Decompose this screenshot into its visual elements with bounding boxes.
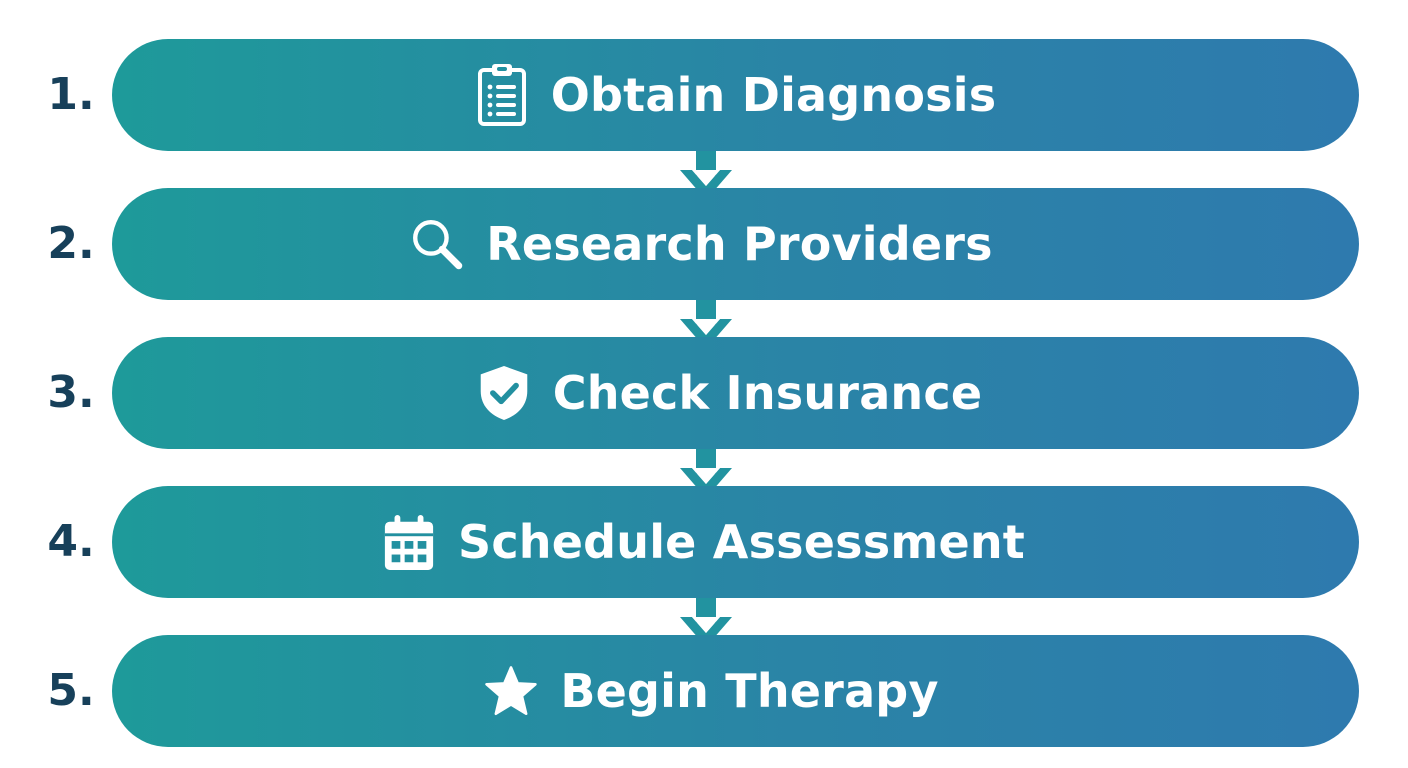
down-arrow-icon [680,299,732,349]
down-arrow-icon [680,150,732,200]
step-label: Check Insurance [552,366,983,420]
step-label: Obtain Diagnosis [550,68,997,122]
step-number: 2. [47,218,95,269]
step-number: 1. [47,69,95,120]
shield-check-icon [477,366,531,420]
step-schedule-assessment: Schedule Assessment [112,486,1359,598]
step-obtain-diagnosis: Obtain Diagnosis [112,39,1359,151]
step-research-providers: Research Providers [112,188,1359,300]
star-icon [484,664,538,718]
down-arrow-icon [680,597,732,647]
clipboard-icon [475,64,529,126]
step-number: 5. [47,665,95,716]
step-number: 4. [47,516,95,567]
step-label: Schedule Assessment [458,515,1025,569]
magnifying-glass-icon [410,217,464,271]
step-number: 3. [47,367,95,418]
step-check-insurance: Check Insurance [112,337,1359,449]
down-arrow-icon [680,448,732,498]
step-label: Begin Therapy [560,664,939,718]
step-begin-therapy: Begin Therapy [112,635,1359,747]
calendar-icon [382,515,436,570]
step-label: Research Providers [486,217,993,271]
